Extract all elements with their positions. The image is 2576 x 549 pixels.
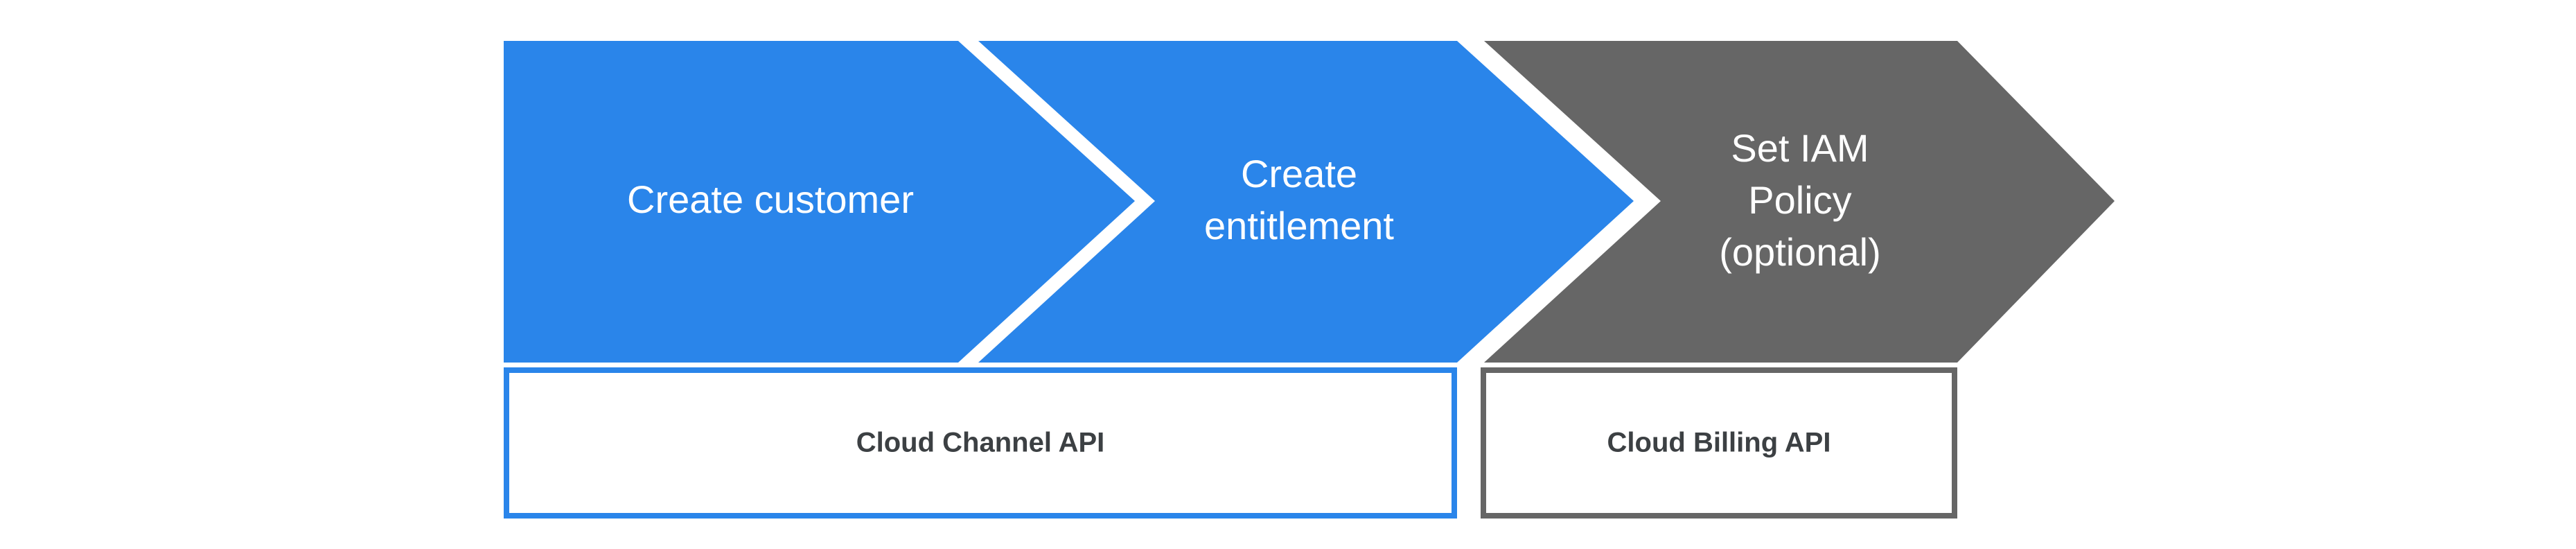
api-group-box-cloud-channel-api	[504, 367, 1457, 518]
step-label-create-entitlement-line2: entitlement	[1204, 204, 1394, 247]
chevron-shape-create-customer	[504, 41, 1135, 363]
api-group-box-cloud-billing-api	[1481, 367, 1957, 518]
step-chevron-create-entitlement[interactable]: Create entitlement	[978, 41, 1634, 363]
step-label-set-iam-policy-line3: (optional)	[1719, 230, 1880, 274]
step-label-set-iam-policy-line2: Policy	[1748, 178, 1851, 222]
api-group-cloud-billing-api[interactable]: Cloud Billing API	[1481, 367, 1957, 518]
step-chevron-set-iam-policy[interactable]: Set IAM Policy (optional)	[1484, 41, 2115, 363]
step-label-create-entitlement-line1: Create	[1241, 152, 1357, 195]
chevron-shape-create-entitlement	[978, 41, 1634, 363]
chevron-shape-set-iam-policy	[1484, 41, 2115, 363]
step-chevron-create-customer[interactable]: Create customer	[504, 41, 1135, 363]
step-label-create-customer: Create customer	[627, 177, 914, 221]
api-group-label-cloud-channel-api: Cloud Channel API	[856, 428, 1105, 458]
api-group-cloud-channel-api[interactable]: Cloud Channel API	[504, 367, 1457, 518]
step-label-set-iam-policy-line1: Set IAM	[1731, 126, 1869, 170]
api-group-label-cloud-billing-api: Cloud Billing API	[1607, 428, 1831, 458]
